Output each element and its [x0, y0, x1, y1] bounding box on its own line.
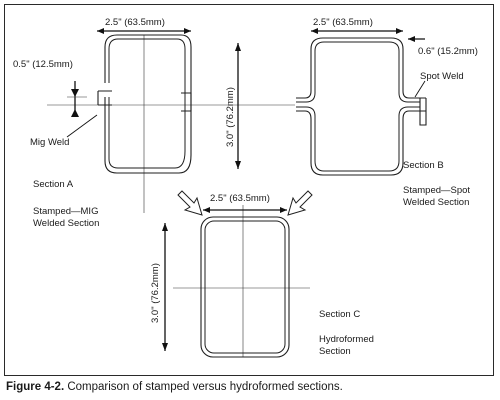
- cross-section-diagram: 2.5" (63.5mm) 0.5" (12.5mm) 3.0" (76.2mm…: [13, 17, 478, 358]
- section-b-spot-weld-leader: [414, 80, 426, 98]
- section-a-outline: [104, 34, 192, 174]
- figure-caption: Figure 4-2. Comparison of stamped versus…: [6, 381, 494, 393]
- section-a-height-arrow-top: [235, 43, 241, 51]
- section-a-width-label: 2.5" (63.5mm): [105, 17, 165, 28]
- section-c-height-arrow-top: [162, 223, 168, 231]
- section-c-width-label: 2.5" (63.5mm): [210, 193, 270, 204]
- figure-caption-text: Comparison of stamped versus hydroformed…: [64, 381, 343, 393]
- section-c: [162, 190, 313, 358]
- section-b-name-label: Section B: [403, 160, 444, 171]
- section-a-height-arrow-bottom: [235, 161, 241, 169]
- section-b-width-arrow-left: [311, 28, 318, 34]
- section-a-height-label: 3.0" (76.2mm): [225, 87, 236, 147]
- section-c-right-corner-arrow: [287, 190, 313, 216]
- section-b-flange-label: 0.6" (15.2mm): [418, 46, 478, 57]
- section-c-desc-line-2: Section: [319, 346, 351, 357]
- section-b-inner-wall: [296, 41, 420, 172]
- section-a-flange-arrow-bottom: [71, 109, 79, 117]
- section-a-flange-label: 0.5" (12.5mm): [13, 59, 73, 70]
- section-a-flange-arrow-top: [71, 89, 79, 97]
- section-c-width-arrow-left: [203, 207, 210, 213]
- section-a-desc-line-2: Welded Section: [33, 218, 99, 229]
- section-a-width-arrow-right: [184, 28, 191, 34]
- figure-caption-label: Figure 4-2.: [6, 381, 65, 393]
- section-a: [47, 28, 295, 213]
- section-a-lap-joint-right: [181, 92, 192, 112]
- section-b-weld-label: Spot Weld: [420, 71, 464, 82]
- section-a-weld-label: Mig Weld: [30, 137, 69, 148]
- section-c-left-corner-arrow: [177, 190, 203, 216]
- section-c-tube-outer: [200, 216, 290, 358]
- section-a-name-label: Section A: [33, 179, 74, 190]
- section-c-width-arrow-right: [280, 207, 287, 213]
- section-a-lap-joint-left: [97, 90, 112, 106]
- section-b-flange-right-edge: [419, 98, 427, 126]
- section-a-desc-line-1: Stamped—MIG: [33, 206, 98, 217]
- section-a-width-arrow-left: [97, 28, 104, 34]
- section-c-tube-inner: [204, 220, 286, 354]
- section-a-inner-wall: [108, 38, 186, 169]
- section-b-width-arrow-right: [396, 28, 403, 34]
- section-b: [296, 28, 427, 176]
- section-b-desc-line-2: Welded Section: [403, 197, 469, 208]
- figure-frame: 2.5" (63.5mm) 0.5" (12.5mm) 3.0" (76.2mm…: [4, 4, 494, 376]
- section-b-flange-arrow: [408, 36, 415, 42]
- section-c-name-label: Section C: [319, 309, 360, 320]
- section-b-width-label: 2.5" (63.5mm): [313, 17, 373, 28]
- section-c-height-arrow-bottom: [162, 343, 168, 351]
- section-c-desc-line-1: Hydroformed: [319, 334, 374, 345]
- section-b-outline: [296, 37, 426, 176]
- section-c-height-label: 3.0" (76.2mm): [150, 263, 161, 323]
- section-b-desc-line-1: Stamped—Spot: [403, 185, 470, 196]
- section-a-mig-weld-leader: [66, 114, 98, 138]
